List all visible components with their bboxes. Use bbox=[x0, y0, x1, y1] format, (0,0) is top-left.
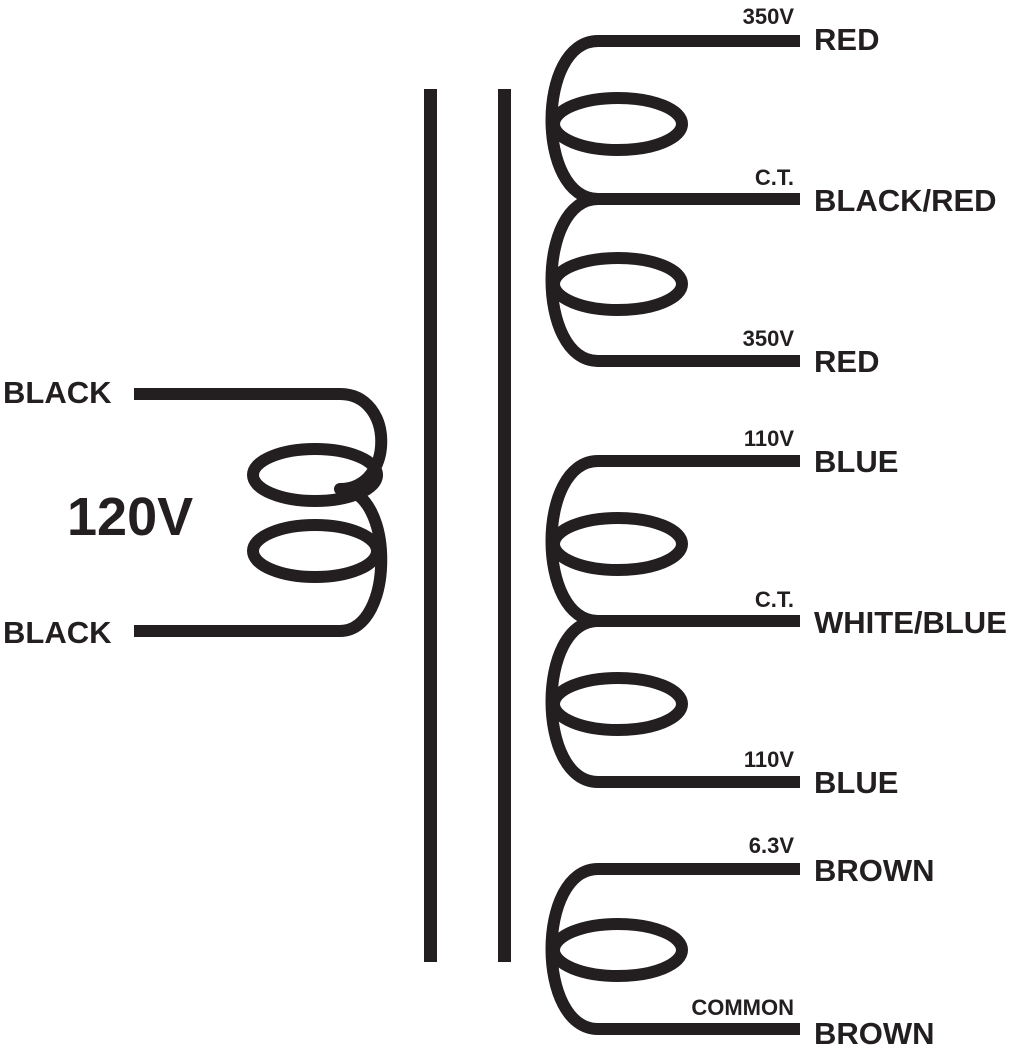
bias-center-lead-label: WHITE/BLUE bbox=[814, 605, 1007, 640]
hv-center-voltage-label: C.T. bbox=[755, 165, 794, 190]
primary-winding bbox=[134, 388, 388, 637]
bias-top-lead-label: BLUE bbox=[814, 444, 898, 479]
primary-bottom-lead-label: BLACK bbox=[3, 615, 112, 650]
bias-loop-1 bbox=[548, 512, 688, 576]
hv-loop-1 bbox=[548, 92, 688, 156]
hv-top-voltage-label: 350V bbox=[743, 4, 795, 29]
bias-bottom-voltage-label: 110V bbox=[744, 747, 794, 772]
bias-coil-wire bbox=[545, 455, 800, 788]
hv-bottom-lead-label: RED bbox=[814, 344, 879, 379]
secondary-winding-high-voltage bbox=[545, 35, 800, 367]
hv-loop-2 bbox=[548, 252, 688, 316]
bias-bottom-lead-label: BLUE bbox=[814, 765, 898, 800]
primary-top-lead-label: BLACK bbox=[3, 375, 112, 410]
primary-loop-2 bbox=[247, 519, 383, 583]
hv-top-lead-label: RED bbox=[814, 22, 879, 57]
heater-loop-1 bbox=[548, 918, 688, 982]
primary-loop-1 bbox=[247, 443, 383, 507]
heater-top-voltage-label: 6.3V bbox=[749, 833, 795, 858]
heater-top-lead-label: BROWN bbox=[814, 853, 935, 888]
heater-bottom-voltage-label: COMMON bbox=[691, 995, 794, 1020]
secondary-winding-heater bbox=[545, 863, 800, 1035]
hv-bottom-voltage-label: 350V bbox=[743, 326, 795, 351]
core-bar-left bbox=[424, 89, 437, 962]
primary-voltage-label: 120V bbox=[67, 487, 193, 547]
bias-loop-2 bbox=[548, 672, 688, 736]
hv-center-lead-label: BLACK/RED bbox=[814, 183, 997, 218]
bias-top-voltage-label: 110V bbox=[744, 426, 794, 451]
core-bar-right bbox=[498, 89, 511, 962]
primary-coil-wire bbox=[134, 388, 388, 637]
secondary-winding-bias bbox=[545, 455, 800, 788]
bias-center-voltage-label: C.T. bbox=[755, 587, 794, 612]
heater-bottom-lead-label: BROWN bbox=[814, 1016, 935, 1051]
